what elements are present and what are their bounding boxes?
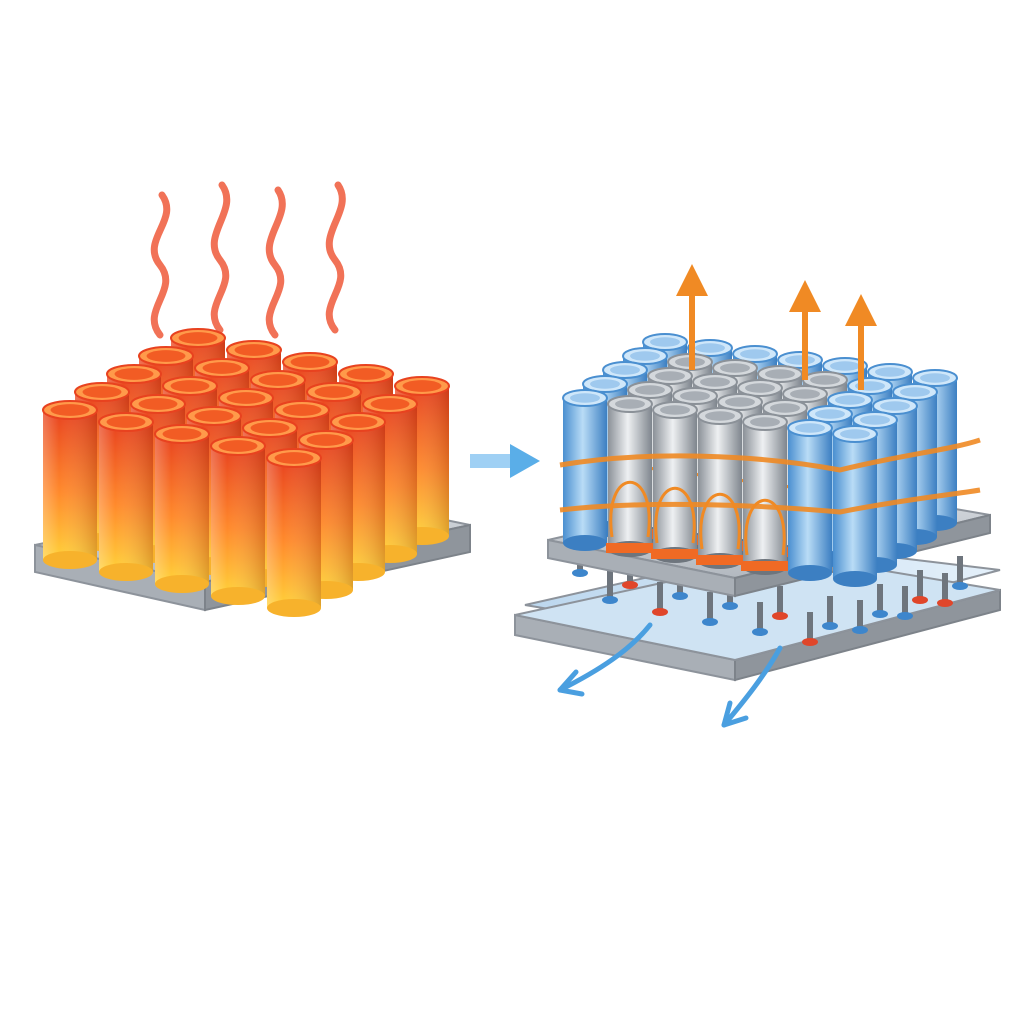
cooling-pin bbox=[602, 570, 618, 604]
thermal-pad bbox=[651, 549, 699, 559]
heat-path bbox=[654, 486, 696, 544]
heat-path bbox=[744, 498, 786, 556]
cooling-pin bbox=[822, 596, 838, 630]
cooling-pin bbox=[752, 602, 768, 636]
hot-cells bbox=[42, 328, 450, 617]
coolant-arrows-out bbox=[557, 622, 783, 728]
thermal-pad bbox=[696, 555, 744, 565]
cooled-cell-blue bbox=[562, 389, 608, 551]
heat-path bbox=[699, 492, 741, 550]
cooling-pin bbox=[702, 592, 718, 626]
cooling-pin bbox=[652, 582, 668, 616]
hot-cell bbox=[154, 424, 210, 593]
heat-spreader-bands bbox=[559, 437, 981, 515]
heat-wave bbox=[265, 186, 286, 339]
heat-wave bbox=[325, 181, 346, 334]
heat-path bbox=[609, 480, 651, 538]
thermal-pad bbox=[606, 543, 654, 553]
cooling-pins bbox=[572, 543, 968, 646]
cooling-pin bbox=[872, 584, 888, 618]
heat-band bbox=[559, 437, 981, 473]
cooling-pin bbox=[802, 612, 818, 646]
cooling-pin bbox=[937, 573, 953, 607]
cooling-pin bbox=[852, 600, 868, 634]
heat-arrows-up bbox=[676, 264, 877, 390]
cooled-cell-blue bbox=[787, 419, 833, 581]
cooling-pin bbox=[912, 570, 928, 604]
cooled-cell-gray bbox=[696, 407, 744, 569]
heat-wave bbox=[150, 191, 171, 339]
heat-arrow-up-icon bbox=[789, 280, 821, 380]
cooled-cell-gray bbox=[606, 395, 654, 557]
cooling-pin bbox=[772, 586, 788, 620]
coolant-arrow-icon bbox=[721, 645, 783, 728]
thermal-pad bbox=[741, 561, 789, 571]
process-arrow bbox=[470, 444, 540, 478]
cooled-battery-pack bbox=[514, 264, 1001, 728]
heat-arrow-up-icon bbox=[676, 264, 708, 370]
cooled-cell-blue bbox=[832, 425, 878, 587]
heat-band bbox=[559, 487, 981, 515]
heat-arrow-up-icon bbox=[845, 294, 877, 390]
hot-cell bbox=[266, 448, 322, 617]
hot-battery-pack bbox=[34, 181, 471, 617]
coolant-arrow-icon bbox=[557, 622, 653, 697]
cooled-cell-gray bbox=[651, 401, 699, 563]
cooled-cell-gray bbox=[741, 413, 789, 575]
heat-wave bbox=[210, 181, 231, 334]
heat-waves bbox=[150, 181, 346, 339]
hot-cell bbox=[42, 400, 98, 569]
cooling-pin bbox=[897, 586, 913, 620]
hot-cell bbox=[98, 412, 154, 581]
cooling-pin bbox=[952, 556, 968, 590]
hot-cell bbox=[210, 436, 266, 605]
